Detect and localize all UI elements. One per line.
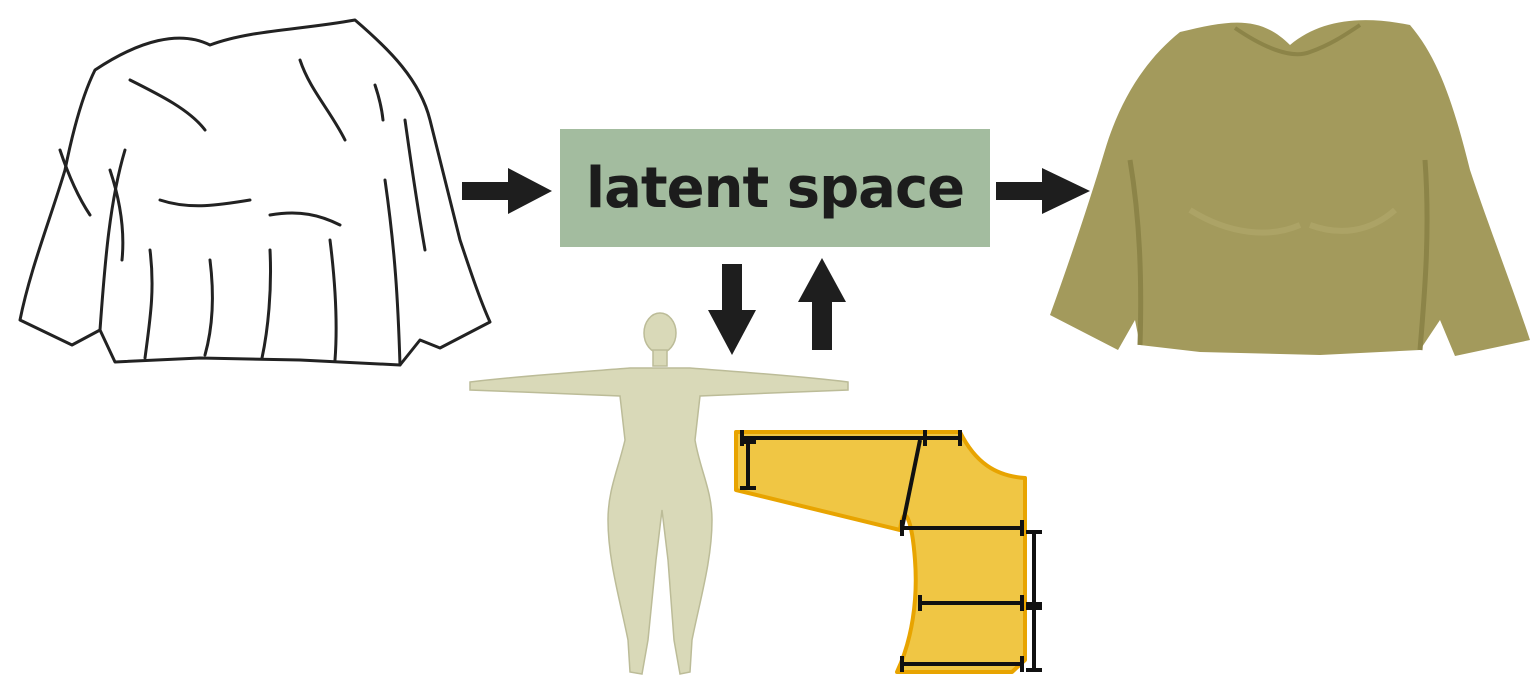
shirt-sketch-icon xyxy=(18,18,492,367)
arrow-up-icon xyxy=(798,258,846,350)
latent-space-box: latent space xyxy=(560,129,990,247)
human-body-icon xyxy=(469,312,849,675)
arrow-right-icon xyxy=(996,168,1090,214)
arrow-down-icon xyxy=(708,264,756,355)
shirt-render-icon xyxy=(1050,20,1530,357)
arrow-right-icon xyxy=(462,168,552,214)
sewing-pattern-icon xyxy=(734,430,1042,674)
pattern-measurements xyxy=(740,430,1042,672)
latent-space-label: latent space xyxy=(585,155,965,221)
